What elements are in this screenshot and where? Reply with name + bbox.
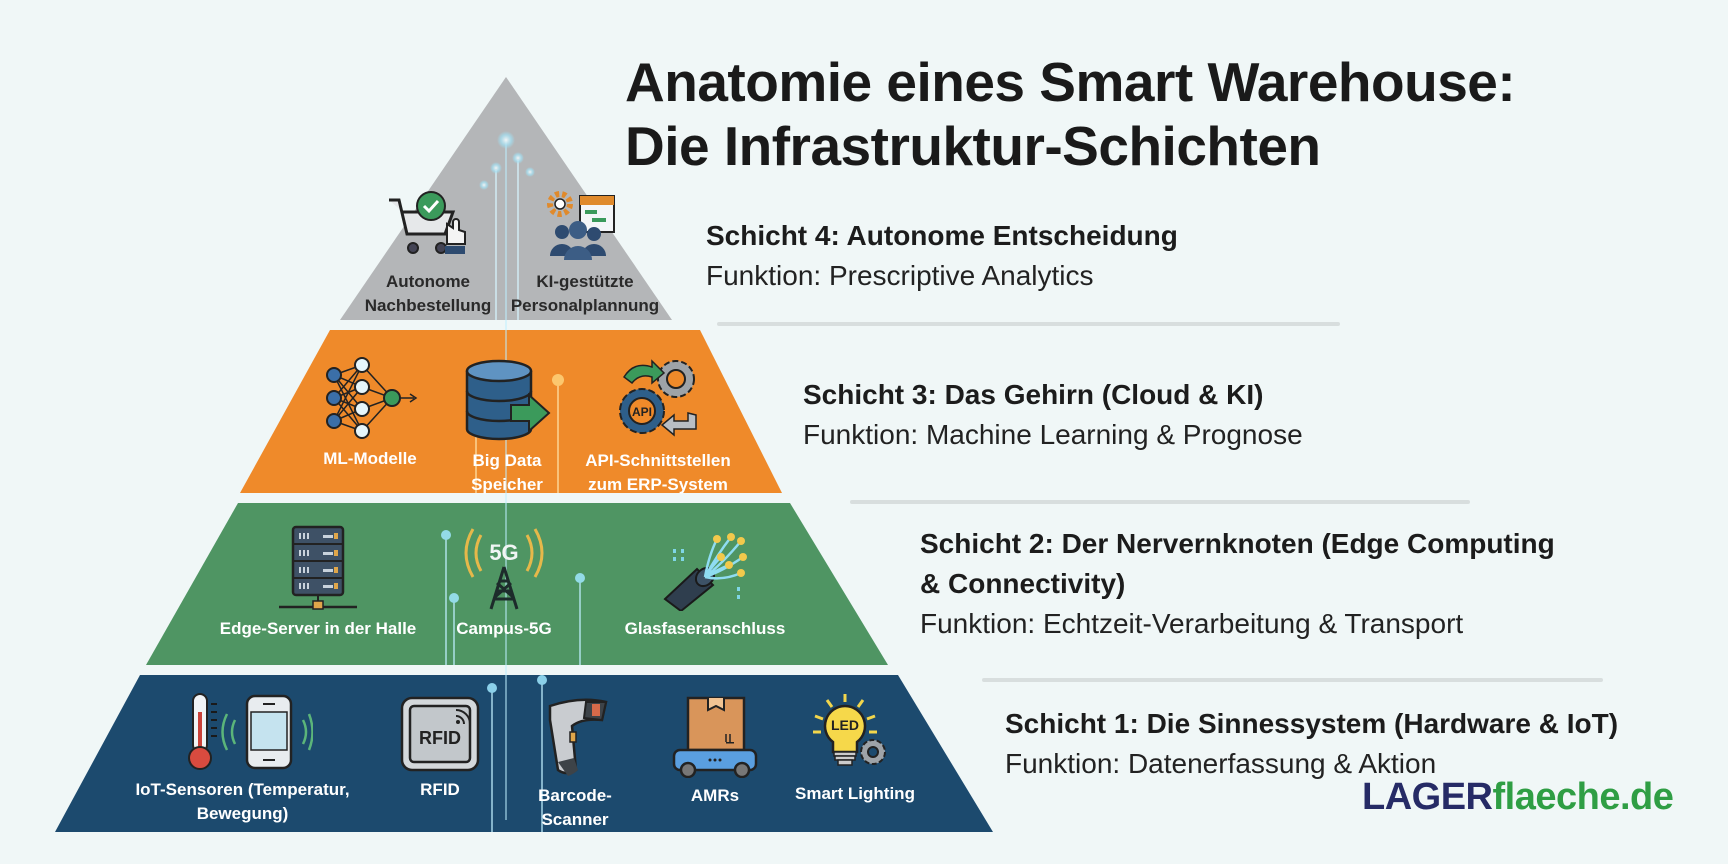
item-label-line-1: Campus-5G bbox=[456, 619, 552, 638]
staff-planning-calendar-icon bbox=[547, 191, 615, 260]
item-iot-sensoren: IoT-Sensoren (Temperatur, Bewegung) bbox=[120, 692, 365, 826]
item-label-line-2: Bewegung) bbox=[196, 804, 289, 823]
item-label-line-1: Barcode- bbox=[538, 786, 612, 805]
item-label-line-1: RFID bbox=[420, 780, 460, 799]
item-label-line-1: IoT-Sensoren (Temperatur, bbox=[135, 780, 350, 799]
item-label-line-2: Scanner bbox=[541, 810, 609, 829]
item-api-schnittstellen: API API-Schnittstellen zum ERP-System bbox=[570, 355, 746, 497]
layer-2-description: Schicht 2: Der Nervernknoten (Edge Compu… bbox=[920, 524, 1555, 644]
item-amrs: AMRs bbox=[660, 694, 770, 808]
layer-2-function: Funktion: Echtzeit-Verarbeitung & Transp… bbox=[920, 608, 1464, 639]
item-autonome-nachbestellung: Autonome Nachbestellung bbox=[358, 190, 498, 318]
item-glasfaseranschluss: Glasfaseranschluss bbox=[610, 525, 800, 641]
item-label-line-1: API-Schnittstellen bbox=[585, 451, 731, 470]
item-label-line-2: Personalplannung bbox=[510, 296, 660, 315]
svg-text:5G: 5G bbox=[489, 540, 518, 565]
fiber-optic-icon bbox=[663, 533, 747, 611]
item-label-line-1: Big Data bbox=[472, 451, 542, 470]
layer-3-heading: Schicht 3: Das Gehirn (Cloud & KI) bbox=[803, 379, 1264, 410]
svg-text:API: API bbox=[632, 405, 652, 419]
item-label-line-1: AMRs bbox=[690, 786, 740, 805]
item-rfid: RFID RFID bbox=[390, 696, 490, 802]
separator-line bbox=[982, 678, 1603, 682]
item-barcode-scanner: Barcode- Scanner bbox=[520, 696, 630, 832]
layer-4-heading: Schicht 4: Autonome Entscheidung bbox=[706, 220, 1178, 251]
layer-2-heading-line-1: Schicht 2: Der Nervernknoten (Edge Compu… bbox=[920, 528, 1555, 559]
shopping-cart-check-icon bbox=[389, 191, 466, 254]
item-ki-personalplanung: KI-gestützte Personalplannung bbox=[505, 190, 665, 318]
database-icon bbox=[465, 359, 551, 441]
thermometer-motion-sensor-icon bbox=[187, 693, 313, 770]
server-rack-icon bbox=[279, 525, 357, 610]
api-gear-icon: API bbox=[619, 359, 697, 437]
separator-line bbox=[717, 322, 1340, 326]
page-title: Anatomie eines Smart Warehouse: Die Infr… bbox=[625, 50, 1516, 178]
item-label-line-1: Autonome bbox=[385, 272, 471, 291]
item-label-line-1: Edge-Server in der Halle bbox=[219, 619, 417, 638]
neural-network-icon bbox=[326, 357, 418, 439]
item-label-line-1: KI-gestützte bbox=[536, 272, 634, 291]
smart-bulb-icon: LED bbox=[813, 694, 886, 766]
item-label-line-1: ML-Modelle bbox=[323, 449, 417, 468]
layer-1-description: Schicht 1: Die Sinnessystem (Hardware & … bbox=[1005, 704, 1618, 784]
layer-3-function: Funktion: Machine Learning & Prognose bbox=[803, 419, 1303, 450]
rfid-tag-icon: RFID bbox=[400, 696, 480, 772]
title-line-2: Die Infrastruktur-Schichten bbox=[625, 115, 1321, 177]
item-edge-server: Edge-Server in der Halle bbox=[208, 525, 428, 641]
layer-1-function: Funktion: Datenerfassung & Aktion bbox=[1005, 748, 1437, 779]
item-campus-5g: 5G Campus-5G bbox=[446, 525, 562, 641]
separator-line bbox=[850, 500, 1470, 504]
layer-3-description: Schicht 3: Das Gehirn (Cloud & KI) Funkt… bbox=[803, 375, 1303, 455]
item-label-line-2: Speicher bbox=[471, 475, 543, 494]
logo-part-lager: LAGER bbox=[1362, 776, 1493, 818]
title-line-1: Anatomie eines Smart Warehouse: bbox=[625, 51, 1516, 113]
layer-2-heading-line-2: & Connectivity) bbox=[920, 568, 1126, 599]
svg-text:RFID: RFID bbox=[419, 728, 461, 748]
item-label-line-1: Glasfaseranschluss bbox=[624, 619, 786, 638]
item-big-data-speicher: Big Data Speicher bbox=[455, 357, 559, 497]
layer-4-function: Funktion: Prescriptive Analytics bbox=[706, 260, 1094, 291]
item-label-line-1: Smart Lighting bbox=[795, 784, 915, 803]
brand-logo: LAGERflaeche.de bbox=[1362, 776, 1674, 819]
logo-part-flaeche: flaeche.de bbox=[1492, 776, 1674, 818]
item-label-line-2: zum ERP-System bbox=[588, 475, 728, 494]
layer-1-heading: Schicht 1: Die Sinnessystem (Hardware & … bbox=[1005, 708, 1619, 739]
item-label-line-2: Nachbestellung bbox=[364, 296, 492, 315]
svg-text:LED: LED bbox=[831, 717, 859, 733]
amr-robot-icon bbox=[672, 696, 758, 778]
barcode-scanner-icon bbox=[548, 698, 608, 776]
layer-4-description: Schicht 4: Autonome Entscheidung Funktio… bbox=[706, 216, 1178, 296]
item-ml-modelle: ML-Modelle bbox=[310, 355, 430, 471]
item-smart-lighting: LED Smart Lighting bbox=[780, 692, 930, 806]
5g-tower-icon: 5G bbox=[464, 528, 544, 610]
